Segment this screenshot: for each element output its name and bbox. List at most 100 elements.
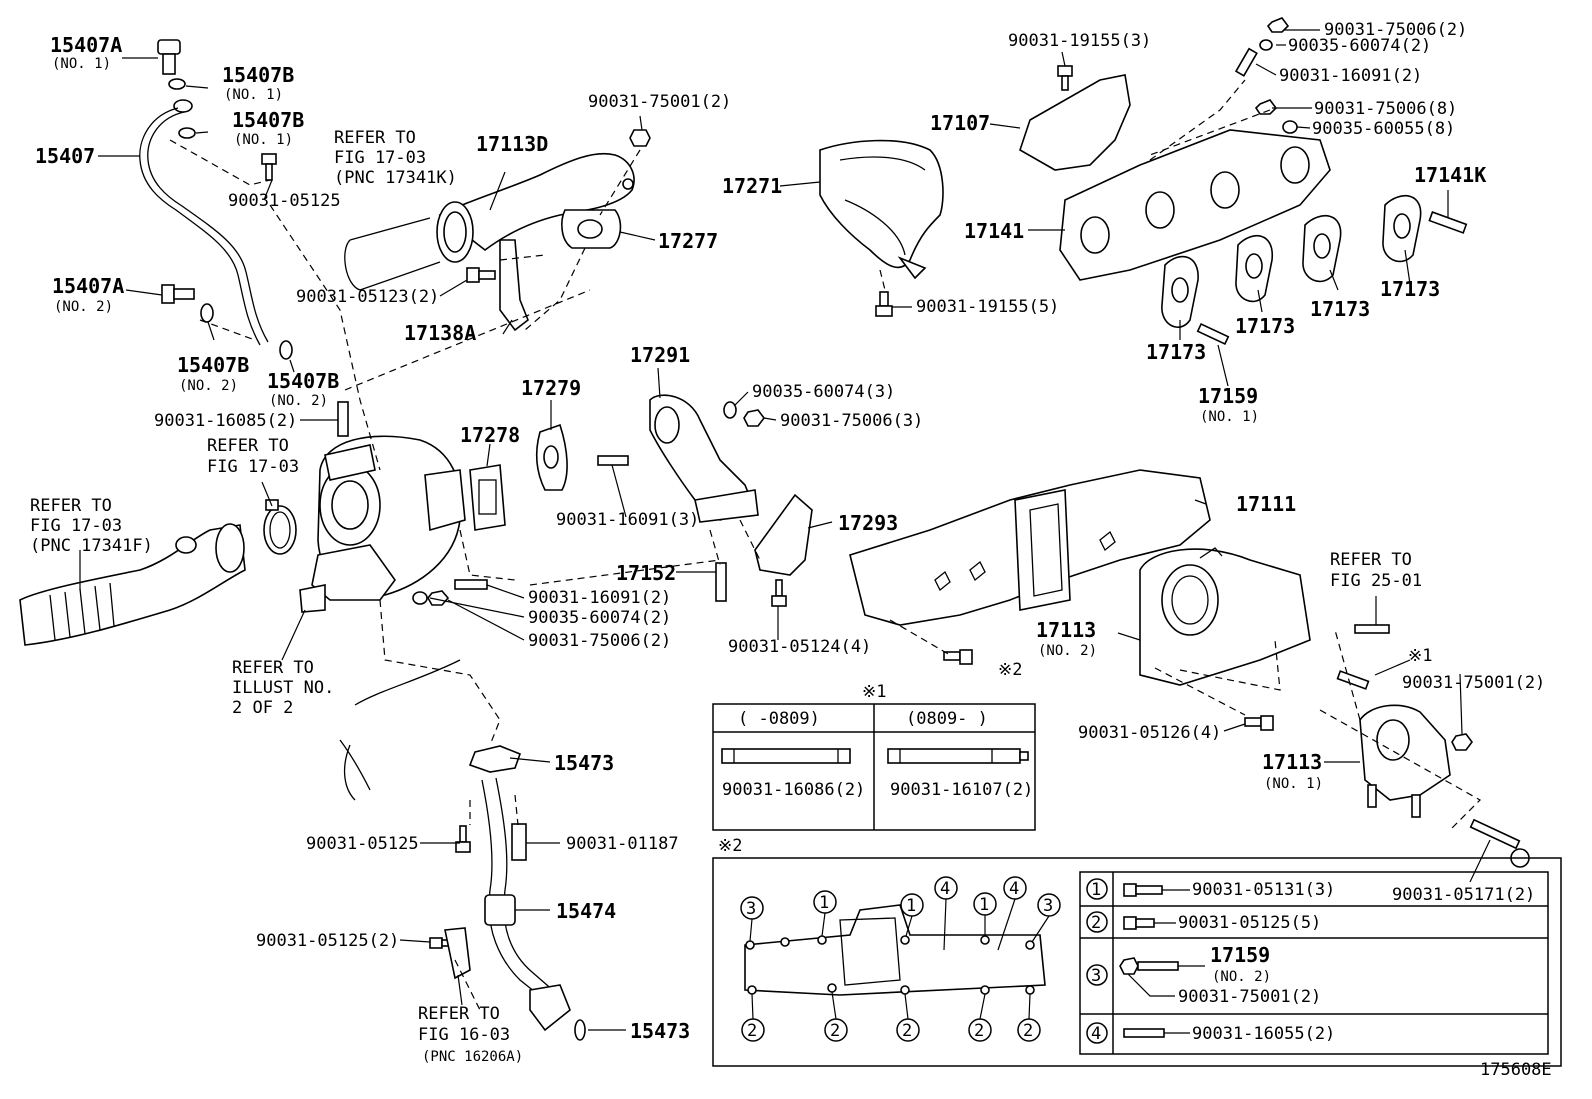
- legend-num-1: 1: [1091, 880, 1101, 900]
- label-90035-60074-3: 90035-60074(3): [752, 382, 895, 402]
- exhaust-pipe-17291: [649, 394, 759, 523]
- stud-90031-16085: [337, 401, 349, 437]
- leader-lines: [79, 29, 1491, 1031]
- legend-part-4: 90031-16055(2): [1192, 1024, 1335, 1044]
- washer-90035-60074-2b: [412, 591, 428, 605]
- label-17173-c: 17173: [1310, 297, 1370, 321]
- refer-17341F-line1: REFER TO: [30, 496, 112, 516]
- pipe-17341K: [349, 217, 441, 291]
- label-17173-b: 17173: [1235, 314, 1295, 338]
- legend-num-4: 4: [1091, 1024, 1101, 1044]
- stud-x1: [1336, 670, 1370, 690]
- label-17293: 17293: [838, 511, 898, 535]
- svg-text:4: 4: [940, 879, 950, 899]
- table2-title: ※2: [718, 836, 742, 856]
- label-90035-60055-8: 90035-60055(8): [1312, 119, 1455, 139]
- oil-pipe-15407: [139, 107, 261, 346]
- note-15407A-no1: (NO. 1): [52, 56, 111, 72]
- bracket-16206A: [444, 927, 471, 980]
- throttle-body-17113-no2: [1139, 547, 1311, 686]
- washer-15407B-a: [168, 78, 186, 90]
- label-17173-a: 17173: [1146, 340, 1206, 364]
- label-17141: 17141: [964, 219, 1024, 243]
- label-15474: 15474: [556, 899, 616, 923]
- part-labels: 15407A (NO. 1) 15407B (NO. 1) 15407B (NO…: [30, 20, 1552, 1080]
- legend-num-3: 3: [1091, 966, 1101, 986]
- refer-1603-line3: (PNC 16206A): [422, 1049, 523, 1065]
- washer-15407B-b: [178, 127, 196, 139]
- stud-90031-16091-2b: [454, 579, 488, 590]
- note-17113-no1: (NO. 1): [1264, 776, 1323, 792]
- svg-text:4: 4: [1009, 879, 1019, 899]
- label-17278: 17278: [460, 423, 520, 447]
- nut-90031-75001: [629, 129, 651, 147]
- stud-17141K: [1428, 211, 1468, 234]
- label-90031-05126: 90031-05126(4): [1078, 723, 1221, 743]
- label-17271: 17271: [722, 174, 782, 198]
- label-90031-75006-8: 90031-75006(8): [1314, 99, 1457, 119]
- label-90031-05125-c: 90031-05125(2): [256, 931, 399, 951]
- label-90031-05125-b: 90031-05125: [306, 834, 419, 854]
- table-x1: ※1 ( -0809) (0809- ) 90031-16086(2) 9003…: [712, 682, 1036, 831]
- legend-num-2: 2: [1091, 913, 1101, 933]
- pipe-17113D: [436, 152, 635, 263]
- table-x2: ※2 3 1 1 4 1 4 3 2 2 2 2 2: [712, 836, 1562, 1067]
- bolt-90031-05125-b: [455, 825, 471, 853]
- washer-90035-60055-8: [1282, 120, 1298, 134]
- svg-text:1: 1: [979, 895, 989, 915]
- label-90031-19155-3: 90031-19155(3): [1008, 31, 1151, 51]
- label-90031-19155-5: 90031-19155(5): [916, 297, 1059, 317]
- label-15407B-no1-b: 15407B: [232, 108, 304, 132]
- bolt-x2: [943, 649, 973, 665]
- intake-manifold-17111: [849, 469, 1211, 626]
- bracket-17293: [754, 493, 813, 576]
- svg-text:2: 2: [1023, 1021, 1033, 1041]
- label-17173-d: 17173: [1380, 277, 1440, 301]
- label-15407A-no1: 15407A: [50, 33, 122, 57]
- label-15473-b: 15473: [630, 1019, 690, 1043]
- bolt-15407A-no1: [157, 39, 181, 75]
- bolt-90031-05125: [261, 153, 277, 181]
- mark-x1: ※1: [1408, 646, 1432, 666]
- label-17113-no2: 17113: [1036, 618, 1096, 642]
- label-90031-05124: 90031-05124(4): [728, 637, 871, 657]
- bracket-17138A: [499, 239, 529, 332]
- refer-17341F-line2: FIG 17-03: [30, 516, 122, 536]
- bolt-pattern-dots: [745, 935, 1035, 995]
- egr-pipe-15474: [468, 745, 586, 1041]
- label-90031-75001-a: 90031-75001(2): [588, 92, 731, 112]
- refer-2501-line1: REFER TO: [1330, 550, 1412, 570]
- nut-90031-75006-8: [1254, 99, 1278, 115]
- spacer-90031-01187: [511, 823, 527, 861]
- note-15407B-no2-a: (NO. 2): [179, 378, 238, 394]
- label-90031-05123: 90031-05123(2): [296, 287, 439, 307]
- nut-90031-75006-2: [1266, 17, 1290, 33]
- label-17107: 17107: [930, 111, 990, 135]
- label-90031-75006-2a: 90031-75006(2): [1324, 20, 1467, 40]
- refer-2501-line2: FIG 25-01: [1330, 571, 1422, 591]
- refer-1603-line1: REFER TO: [418, 1004, 500, 1024]
- hose-clamp: [263, 499, 297, 555]
- label-17152: 17152: [616, 561, 676, 585]
- note-17113-no2: (NO. 2): [1038, 643, 1097, 659]
- label-17159: 17159: [1198, 384, 1258, 408]
- label-17113D: 17113D: [476, 132, 548, 156]
- heat-insulator-17271: [819, 139, 944, 269]
- bolt-90031-05126: [1244, 715, 1274, 731]
- label-90035-60074-2b: 90035-60074(2): [528, 608, 671, 628]
- table1-title: ※1: [862, 682, 886, 702]
- exhaust-manifold-17141: [1059, 129, 1331, 281]
- label-15407: 15407: [35, 144, 95, 168]
- gasket-17278: [469, 464, 506, 531]
- label-90031-16085: 90031-16085(2): [154, 411, 297, 431]
- washer-90035-60074-2: [1259, 39, 1273, 51]
- label-17277: 17277: [658, 229, 718, 253]
- label-90031-05125-a: 90031-05125: [228, 191, 341, 211]
- stud-90031-16107: [887, 748, 1029, 764]
- bolt-90031-05123: [466, 267, 496, 283]
- refer-1703b-line1: REFER TO: [207, 436, 289, 456]
- label-90031-75001-b: 90031-75001(2): [1402, 673, 1545, 693]
- label-17113-no1: 17113: [1262, 750, 1322, 774]
- svg-text:3: 3: [1043, 896, 1053, 916]
